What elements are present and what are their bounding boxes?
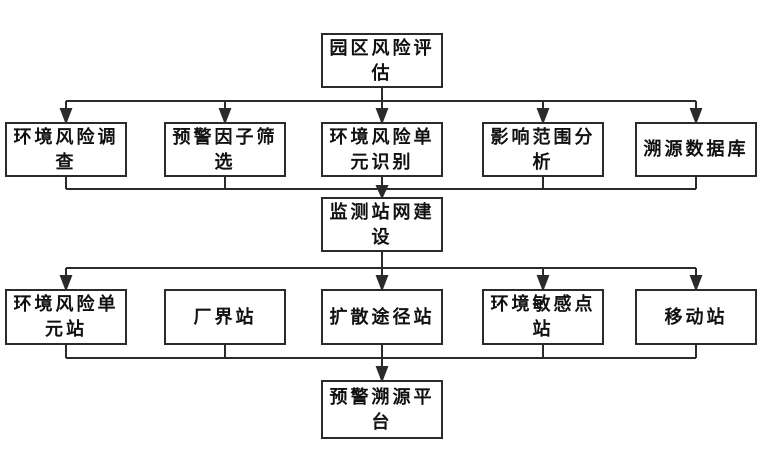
arrowhead-down-icon [59,108,73,125]
node-env-risk-survey: 环境风险调查 [5,122,127,177]
arrowhead-down-icon [536,275,550,292]
node-warning-factor-screening: 预警因子筛选 [164,122,286,177]
connector-mid-to-level2 [59,252,703,292]
node-factory-boundary-station: 厂界站 [164,289,286,345]
node-park-risk-assessment: 园区风险评估 [321,33,443,88]
node-traceability-database: 溯源数据库 [635,122,757,177]
arrowhead-down-icon [375,185,389,200]
arrowhead-down-icon [59,275,73,292]
node-env-risk-unit-identification: 环境风险单元识别 [321,122,443,177]
arrowhead-down-icon [375,275,389,292]
arrowhead-down-icon [689,275,703,292]
arrowhead-down-icon [536,108,550,125]
connector-level2-to-bottom [65,345,697,383]
node-warning-traceability-platform: 预警溯源平台 [321,380,443,439]
arrowhead-down-icon [375,108,389,125]
node-env-sensitive-point-station: 环境敏感点站 [482,289,604,345]
node-impact-scope-analysis: 影响范围分析 [482,122,604,177]
node-mobile-station: 移动站 [635,289,757,345]
node-monitoring-station-network: 监测站网建设 [321,197,443,252]
arrowhead-down-icon [375,366,389,383]
arrowhead-down-icon [218,108,232,125]
node-env-risk-unit-station: 环境风险单元站 [5,289,127,345]
connector-root-to-level1 [59,88,703,125]
connector-level1-to-mid [65,177,697,200]
arrowhead-down-icon [689,108,703,125]
node-diffusion-path-station: 扩散途径站 [321,289,443,345]
